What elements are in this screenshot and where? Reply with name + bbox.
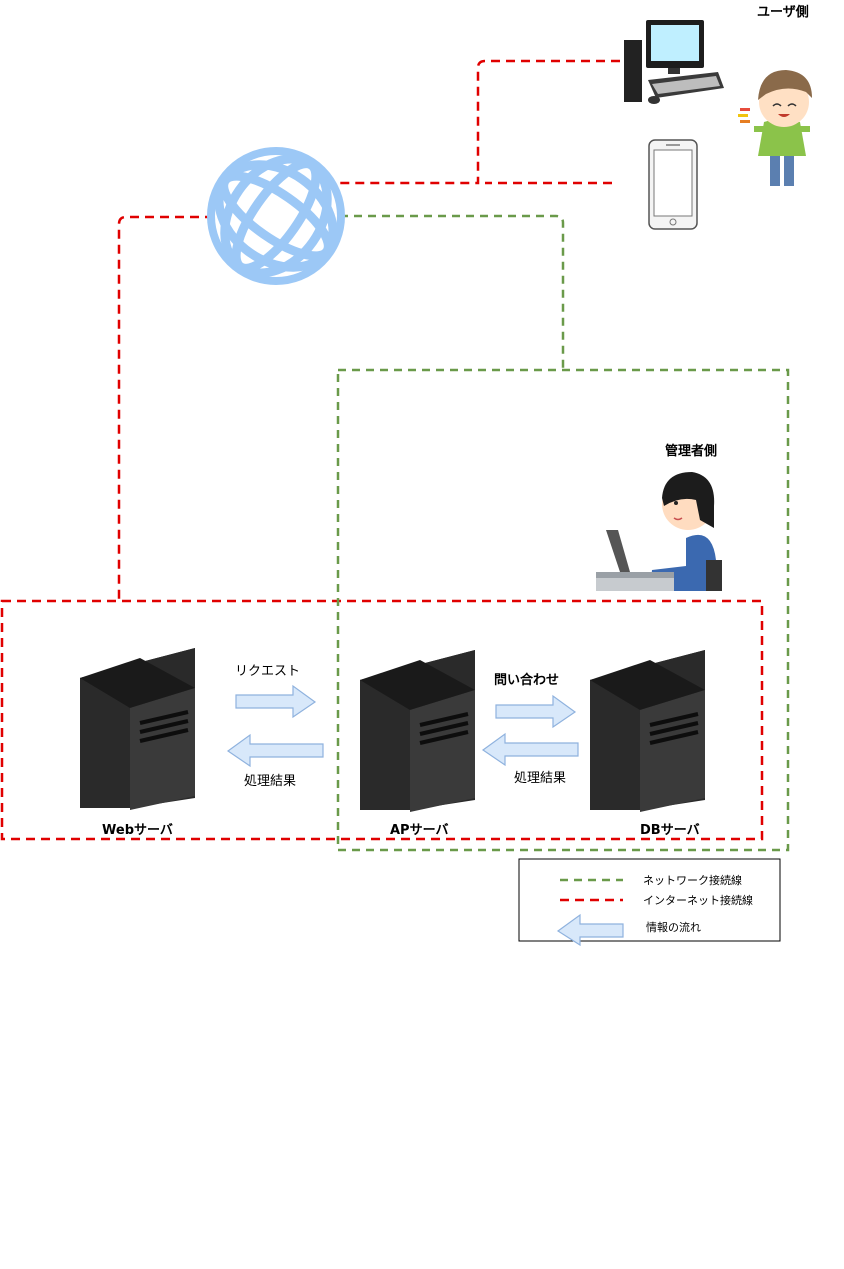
result-label-web: 処理結果 bbox=[244, 774, 296, 789]
admin-person-icon bbox=[596, 472, 722, 591]
smartphone-icon bbox=[648, 139, 698, 230]
legend-flow-arrow-icon bbox=[556, 913, 624, 947]
admin-side-label: 管理者側 bbox=[665, 443, 717, 459]
legend-network-label: ネットワーク接続線 bbox=[643, 873, 742, 887]
globe-icon bbox=[207, 147, 345, 285]
result-arrow-ap bbox=[481, 732, 579, 767]
web-server-label: Webサーバ bbox=[102, 823, 173, 838]
user-person-icon bbox=[738, 70, 812, 186]
db-server-label: DBサーバ bbox=[640, 823, 700, 838]
inquiry-arrow bbox=[495, 694, 577, 729]
legend-internet-label: インターネット接続線 bbox=[643, 893, 753, 907]
network-line-to-globe bbox=[340, 214, 565, 370]
request-arrow bbox=[235, 684, 317, 719]
network-connection-lines bbox=[336, 214, 790, 852]
internet-zone-box bbox=[0, 599, 764, 841]
internet-line-to-desktop bbox=[338, 59, 620, 185]
legend: ネットワーク接続線 インターネット接続線 情報の流れ bbox=[518, 858, 781, 947]
result-label-ap: 処理結果 bbox=[514, 771, 566, 786]
result-arrow-web bbox=[226, 733, 324, 768]
network-zone-box bbox=[336, 368, 790, 852]
db-server-icon bbox=[588, 648, 707, 814]
ap-server-label: APサーバ bbox=[390, 823, 448, 838]
legend-flow-label: 情報の流れ bbox=[646, 920, 701, 934]
user-side-label: ユーザ側 bbox=[757, 4, 809, 20]
web-server-icon bbox=[78, 646, 197, 812]
flow-arrows bbox=[226, 684, 579, 768]
request-label: リクエスト bbox=[235, 664, 300, 679]
inquiry-label: 問い合わせ bbox=[494, 672, 559, 688]
desktop-computer-icon bbox=[624, 20, 724, 104]
internet-line-to-web bbox=[117, 215, 214, 600]
ap-server-icon bbox=[358, 648, 477, 814]
internet-connection-lines bbox=[0, 59, 764, 841]
